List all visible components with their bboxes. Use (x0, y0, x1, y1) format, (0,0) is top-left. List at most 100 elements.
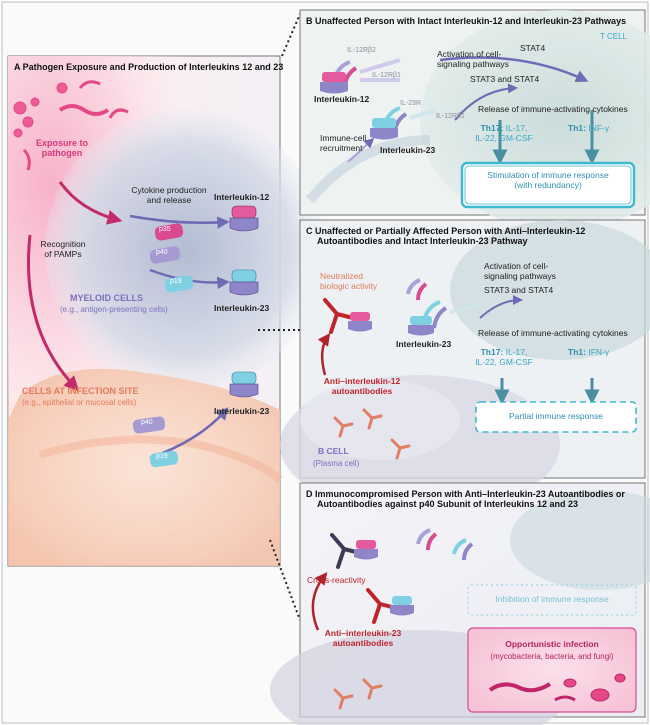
panel-c (280, 219, 650, 515)
il12rb1-label-b: IL-12Rβ1 (436, 113, 465, 120)
infection-subtitle: (e.g., epithelial or mucosal cells) (22, 398, 137, 407)
exposure-line-1: Exposure to (35, 138, 88, 148)
th1-name-c: Th1: (568, 347, 586, 357)
molecule-il23-b (229, 371, 259, 398)
auto-line-1-c: Anti–interleukin-12 (323, 376, 401, 386)
il12-label-a: Interleukin-12 (214, 192, 270, 202)
plasma-label: (Plasma cell) (313, 459, 360, 468)
activation-line-1-b: Activation of cell- (437, 49, 502, 59)
th17-label-c: Th17: IL-17, IL-22, GM-CSF (470, 347, 538, 368)
il23-label-c: Interleukin-23 (396, 339, 452, 349)
panel-c-title: C Unaffected or Partially Affected Perso… (306, 226, 585, 247)
bcell-label: B CELL (318, 446, 349, 456)
stat34-label-c: STAT3 and STAT4 (484, 285, 554, 295)
panel-d (270, 482, 650, 725)
opportunistic-text: Opportunistic infection (505, 639, 599, 649)
th17-text-1-b: IL-17, (505, 123, 528, 133)
activation-line-2-b: signaling pathways (437, 58, 509, 69)
recognition-label: Recognition of PAMPs (28, 239, 98, 260)
th1-name-b: Th1: (568, 123, 586, 133)
p35-label-a: p35 (159, 226, 171, 233)
antibody-il23 (366, 588, 414, 624)
stimulation-line-1: Stimulation of immune response (487, 170, 609, 180)
auto-label-c: Anti–interleukin-12 autoantibodies (316, 376, 408, 397)
release-label-b: Release of immune-activating cytokines (478, 104, 628, 114)
panel-b (299, 9, 650, 230)
panel-c-title-line-2: Autoantibodies and Intact Interleukin-23… (317, 236, 528, 247)
infection-title: CELLS AT INFECTION SITE (22, 386, 139, 396)
subunit-pills (132, 223, 194, 468)
il12-label-b: Interleukin-12 (314, 94, 370, 104)
recognition-line-2: of PAMPs (44, 248, 82, 259)
myeloid-subtitle: (e.g., antigen-presenting cells) (60, 305, 168, 314)
auto-line-1-d: Anti–interleukin-23 (324, 628, 402, 638)
panel-d-title-line-2: Autoantibodies against p40 Subunit of In… (317, 499, 579, 510)
panel-a-title: A Pathogen Exposure and Production of In… (14, 62, 284, 72)
antibody-cross (330, 533, 378, 569)
recognition-line-1: Recognition (40, 239, 86, 249)
exposure-label: Exposure to pathogen (22, 138, 102, 159)
stat34-label-b: STAT3 and STAT4 (470, 74, 540, 84)
il12rb2-label: IL-12Rβ2 (347, 47, 376, 54)
partial-box (475, 401, 637, 433)
p19-label-a2: p19 (156, 453, 168, 460)
opportunistic-subtext: (mycobacteria, bacteria, and fungi) (490, 652, 614, 661)
th17-text-2-c: IL-22, GM-CSF (475, 356, 533, 367)
recruit-line-1: Immune-cell (320, 133, 367, 143)
molecule-il23-a (229, 269, 259, 296)
il12rb1-label: IL-12Rβ1 (372, 72, 401, 79)
th17-label-b: Th17: IL-17, IL-22, GM-CSF (470, 123, 538, 144)
inhibition-text: Inhibition of immune response (495, 594, 609, 604)
exposure-line-2: pathogen (41, 148, 83, 159)
neutralized-line-2: biologic activity (320, 280, 378, 291)
cytokine-label: Cytokine production and release (114, 185, 224, 206)
il23-label-a2: Interleukin-23 (214, 406, 270, 416)
auto-label-d: Anti–interleukin-23 autoantibodies (318, 628, 408, 649)
release-label-c: Release of immune-activating cytokines (478, 328, 628, 338)
tcell-label: T CELL (600, 32, 627, 41)
partial-text: Partial immune response (508, 411, 603, 421)
antibody-il12 (323, 298, 372, 334)
stimulation-line-2: (with redundancy) (514, 179, 582, 190)
il23-label-a1: Interleukin-23 (214, 303, 270, 313)
molecule-il12 (229, 205, 259, 232)
receptor-il23-c (408, 300, 481, 336)
th17-text-2-b: IL-22, GM-CSF (475, 132, 533, 143)
th1-label-c: Th1: IFN-γ (568, 347, 610, 358)
neutralized-line-1: Neutralized (320, 271, 363, 281)
activation-label-b: Activation of cell- signaling pathways (437, 49, 509, 70)
p40-label-a: p40 (156, 249, 168, 256)
stat4-label: STAT4 (520, 43, 546, 53)
activation-label-c: Activation of cell- signaling pathways (484, 261, 556, 282)
th1-text-c: IFN-γ (588, 347, 610, 357)
cross-reactivity-label: Cross-reactivity (307, 575, 366, 585)
activation-line-2-c: signaling pathways (484, 270, 556, 281)
th17-name-b: Th17: (480, 123, 504, 133)
neutralized-label: Neutralized biologic activity (320, 271, 378, 292)
cytokine-line-2: and release (146, 194, 192, 205)
panel-d-title-line-1: D Immunocompromised Person with Anti–Int… (306, 489, 625, 499)
th17-text-1-c: IL-17, (505, 347, 528, 357)
myeloid-title: MYELOID CELLS (70, 293, 144, 303)
il23r-label: IL-23R (400, 100, 422, 107)
th1-text-b: INF-γ (588, 123, 610, 133)
th1-label-b: Th1: INF-γ (568, 123, 610, 134)
recruit-label: Immune-cell recruitment (320, 133, 367, 154)
auto-line-2-d: autoantibodies (332, 637, 394, 648)
panel-b-title: B Unaffected Person with Intact Interleu… (306, 16, 627, 26)
panel-d-title: D Immunocompromised Person with Anti–Int… (306, 489, 625, 510)
pathogen-shapes-d (488, 673, 626, 702)
cytokine-line-1: Cytokine production (131, 185, 207, 195)
auto-line-2-c: autoantibodies (331, 385, 393, 396)
panel-connectors (258, 13, 301, 621)
th17-name-c: Th17: (480, 347, 504, 357)
inhibition-box (467, 584, 637, 616)
activation-line-1-c: Activation of cell- (484, 261, 549, 271)
pathogen-shapes (13, 80, 129, 171)
recruit-line-2: recruitment (320, 142, 363, 153)
p19-label-a: p19 (170, 278, 182, 285)
p40-label-a2: p40 (141, 419, 153, 426)
panel-a (7, 55, 325, 567)
stimulation-box (460, 161, 636, 209)
